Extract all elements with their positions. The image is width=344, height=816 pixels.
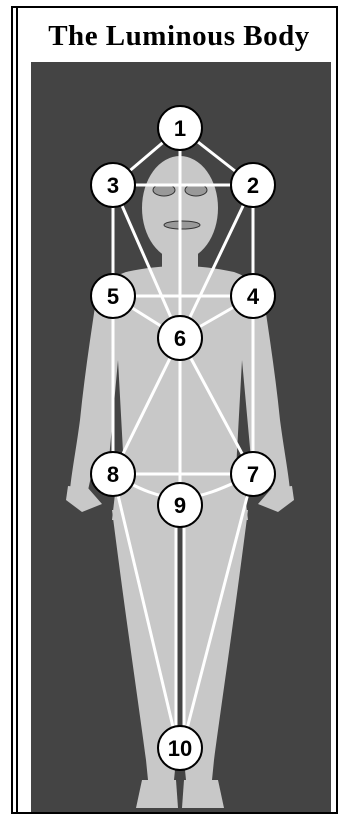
- left-arm: [70, 300, 112, 500]
- node-1: 1: [157, 105, 203, 151]
- node-8: 8: [90, 451, 136, 497]
- node-4-label: 4: [247, 284, 260, 309]
- right-hand: [258, 486, 294, 512]
- nodes: 1 2 3 4 5 6 7 8: [90, 105, 276, 771]
- mouth: [163, 220, 201, 230]
- left-foot: [136, 780, 178, 808]
- face: [152, 183, 208, 230]
- node-3: 3: [90, 162, 136, 208]
- line-3-6: [111, 183, 182, 340]
- node-5-label: 5: [107, 284, 119, 309]
- node-9-label: 9: [174, 493, 186, 518]
- node-4: 4: [230, 273, 276, 319]
- node-10-label: 10: [168, 736, 192, 761]
- node-7: 7: [230, 451, 276, 497]
- right-leg: [184, 510, 248, 800]
- node-2: 2: [230, 162, 276, 208]
- node-5: 5: [90, 273, 136, 319]
- left-leg: [112, 510, 176, 800]
- node-6-label: 6: [174, 326, 186, 351]
- node-2-label: 2: [247, 173, 259, 198]
- right-arm: [248, 300, 290, 500]
- node-9: 9: [157, 482, 203, 528]
- diagram-title: The Luminous Body: [48, 20, 310, 52]
- node-3-label: 3: [107, 173, 119, 198]
- left-hand: [66, 486, 102, 512]
- node-7-label: 7: [247, 462, 259, 487]
- line-7-10: [180, 472, 255, 750]
- line-8-10: [111, 472, 180, 750]
- line-6-8: [111, 336, 182, 476]
- line-6-7: [178, 336, 255, 476]
- node-6: 6: [157, 315, 203, 361]
- node-8-label: 8: [107, 462, 119, 487]
- frame-left-rule: [16, 6, 18, 814]
- node-1-label: 1: [174, 116, 186, 141]
- right-foot: [182, 780, 224, 808]
- line-2-6: [178, 183, 255, 340]
- node-10: 10: [157, 725, 203, 771]
- energy-lines: [111, 126, 255, 750]
